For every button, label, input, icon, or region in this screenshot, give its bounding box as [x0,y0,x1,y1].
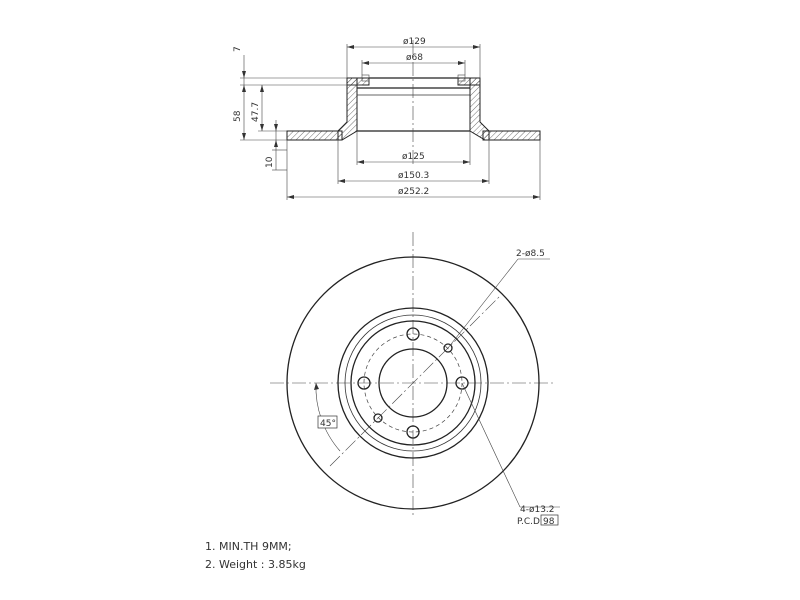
dim-h10: 10 [265,156,275,168]
note-1: 1. MIN.TH 9MM; [205,540,292,553]
small-hole-2 [373,413,383,423]
dim-h47: 47.7 [251,102,261,122]
label-angle: 45° [320,419,336,429]
label-pcd: P.C.D [517,517,540,527]
note-2: 2. Weight : 3.85kg [205,558,306,571]
dim-h7: 7 [233,46,243,52]
dim-d252: ø252.2 [398,187,429,197]
bolt-hole-bottom [406,425,420,439]
hat-circle-3 [350,320,476,446]
angle-box [317,415,338,429]
bolt-hole-top [406,327,420,341]
section-view: ø129 ø68 ø125 ø150.3 ø252.2 [233,37,541,200]
hat-outer-circle [337,307,489,459]
dim-h58: 58 [233,110,243,122]
dim-d129: ø129 [403,37,426,47]
label-small-holes: 2-ø8.5 [516,249,545,259]
hat-circle-2 [344,314,482,452]
dim-d125: ø125 [402,152,425,162]
hat-wall-left [337,77,358,141]
dim-d68: ø68 [406,53,423,63]
dim-d150: ø150.3 [398,171,429,181]
disc-flange-right [482,130,541,141]
hat-top-left [346,77,370,86]
disc-flange-left [286,130,343,141]
notes: 1. MIN.TH 9MM; 2. Weight : 3.85kg [205,540,306,571]
pcd-value-box [540,514,559,526]
front-view: 2-ø8.5 4-ø13.2 P.C.D 98 45° [270,232,560,527]
bolt-hole-left [357,376,371,390]
center-bore [378,348,448,418]
label-bolt-holes: 4-ø13.2 [520,505,555,515]
small-hole-1 [443,343,453,353]
outer-disc-circle [286,256,540,510]
bolt-hole-right [455,376,469,390]
hat-wall-right [469,77,490,141]
label-pcd-value: 98 [543,517,555,527]
hat-top-right [457,77,481,86]
